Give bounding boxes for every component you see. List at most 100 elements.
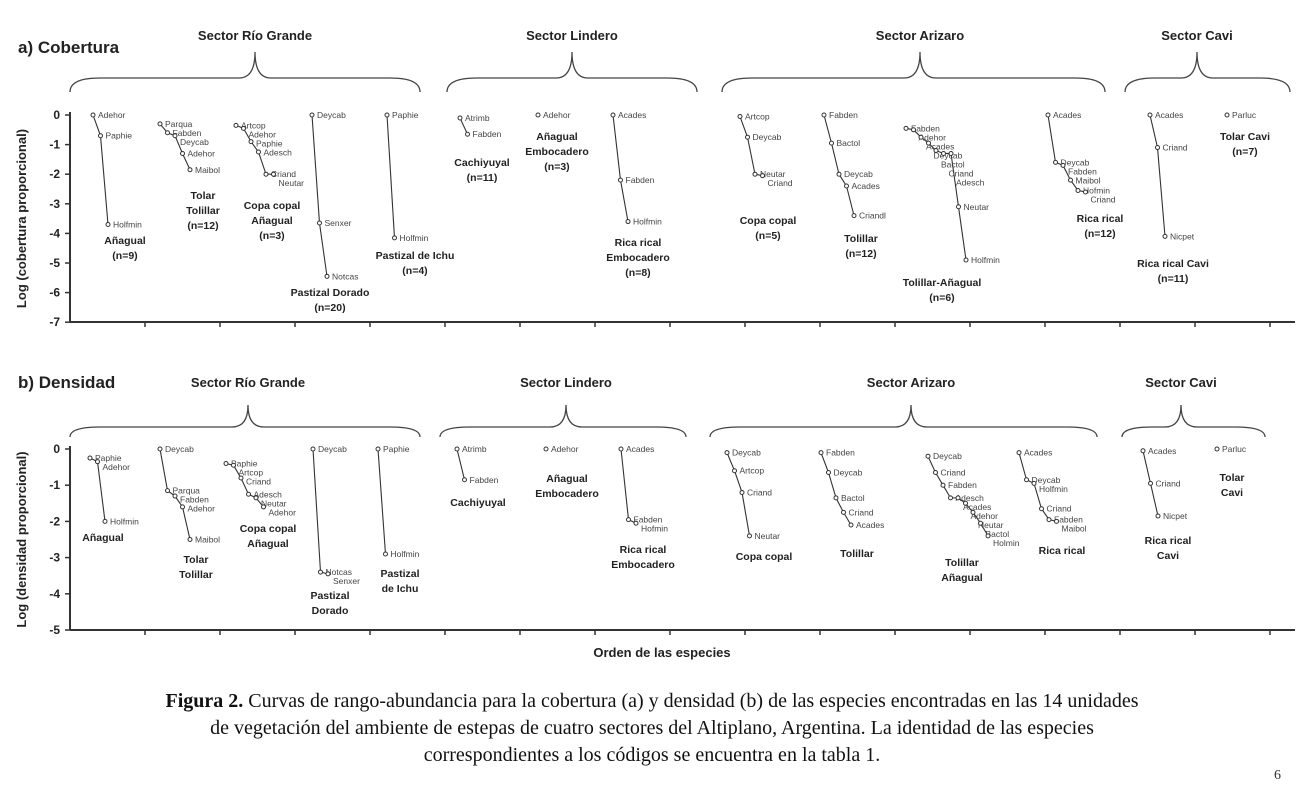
species-label: Fabden (180, 495, 209, 505)
data-point (165, 130, 170, 136)
species-label: Fabden (826, 448, 855, 458)
data-point (241, 125, 246, 131)
sector-label: Sector Lindero (520, 375, 612, 390)
data-point (903, 125, 909, 131)
species-label: Criand (271, 169, 296, 179)
data-point (829, 140, 834, 146)
vegetation-unit-label: Tolillar-Añagual (903, 277, 982, 289)
panel-title: a) Cobertura (18, 38, 120, 57)
vegetation-unit-label: Añagual (104, 235, 146, 247)
data-point (1054, 518, 1059, 524)
vegetation-unit-label: Embocadero (606, 252, 670, 264)
data-point (1046, 517, 1052, 523)
species-label: Criand (246, 476, 271, 486)
sector-brace (1121, 404, 1266, 438)
vegetation-unit-label: Cavi (1221, 487, 1243, 499)
data-point (955, 495, 961, 501)
species-label: Parluc (1222, 444, 1247, 454)
curve-line (726, 452, 751, 536)
species-label: Holfmin (971, 255, 1000, 265)
caption-label: Figura 2. (165, 690, 244, 712)
y-tick-label: -5 (49, 623, 60, 637)
species-label: Paphie (256, 138, 283, 148)
vegetation-unit-label: Rica rical (615, 237, 662, 249)
species-label: Bactol (941, 159, 965, 169)
species-label: Paphie (383, 444, 410, 454)
vegetation-unit-label: Tolar Cavi (1220, 131, 1270, 143)
data-point (263, 171, 269, 177)
vegetation-unit-label: Dorado (312, 605, 349, 617)
sector-brace (1124, 51, 1291, 93)
sector-brace (709, 404, 1098, 438)
data-point (747, 533, 752, 539)
curve-line (823, 114, 855, 216)
data-point (172, 133, 178, 139)
y-tick-label: -2 (49, 514, 60, 528)
vegetation-unit-label: Rica rical (1145, 535, 1192, 547)
vegetation-unit-label: Tolillar (945, 557, 979, 569)
species-label: Holfmin (110, 516, 139, 526)
curve-line (820, 452, 852, 526)
data-point (246, 491, 251, 497)
curve-line (386, 114, 396, 238)
curve-line (377, 448, 387, 555)
species-label: Fabden (634, 515, 663, 525)
vegetation-unit-label: Añagual (546, 473, 588, 485)
vegetation-unit-label: (n=20) (314, 302, 345, 314)
y-tick-label: -4 (49, 226, 60, 240)
species-label: Neutar (978, 520, 1004, 530)
data-point (457, 115, 463, 121)
species-label: Fabden (173, 128, 202, 138)
data-point (309, 112, 315, 118)
species-label: Acades (626, 444, 654, 454)
vegetation-unit-label: Cavi (1157, 550, 1179, 562)
data-point (963, 257, 969, 263)
species-label: Artcop (745, 111, 770, 121)
data-point (318, 569, 323, 575)
data-point (1083, 189, 1088, 195)
y-tick-label: -1 (49, 478, 60, 492)
data-point (1031, 480, 1037, 486)
species-label: Holfmin (391, 549, 420, 559)
y-tick-label: -3 (49, 551, 60, 565)
species-label: Acades (852, 181, 880, 191)
vegetation-unit-label: Añagual (536, 131, 578, 143)
curve-line (612, 114, 629, 222)
species-label: Fabden (473, 129, 502, 139)
data-point (87, 455, 93, 461)
species-label: Adehor (919, 132, 947, 142)
data-point (941, 150, 946, 156)
data-point (833, 495, 839, 501)
species-label: Criand (1047, 504, 1072, 514)
data-point (760, 173, 765, 179)
data-point (1224, 112, 1230, 118)
data-point (165, 488, 170, 494)
species-label: Fabden (948, 480, 977, 490)
species-label: Holfmin (1039, 484, 1068, 494)
species-label: Senxer (325, 218, 352, 228)
data-point (970, 509, 976, 515)
species-label: Acades (963, 502, 991, 512)
data-point (90, 112, 96, 118)
species-label: Bactol (986, 529, 1010, 539)
data-point (926, 140, 931, 146)
species-label: Neutar (279, 178, 305, 188)
data-point (1068, 177, 1073, 183)
vegetation-unit-label: de Ichu (382, 583, 419, 595)
data-point (818, 450, 824, 456)
species-label: Neutar (760, 169, 786, 179)
vegetation-unit-label: (n=12) (187, 220, 218, 232)
vegetation-unit-label: Embocadero (525, 146, 589, 158)
species-label: Parqua (165, 119, 193, 129)
vegetation-unit-label: Añagual (247, 538, 289, 550)
curve-line (739, 116, 763, 177)
species-label: Fabden (1068, 166, 1097, 176)
species-label: Paphie (231, 458, 258, 468)
